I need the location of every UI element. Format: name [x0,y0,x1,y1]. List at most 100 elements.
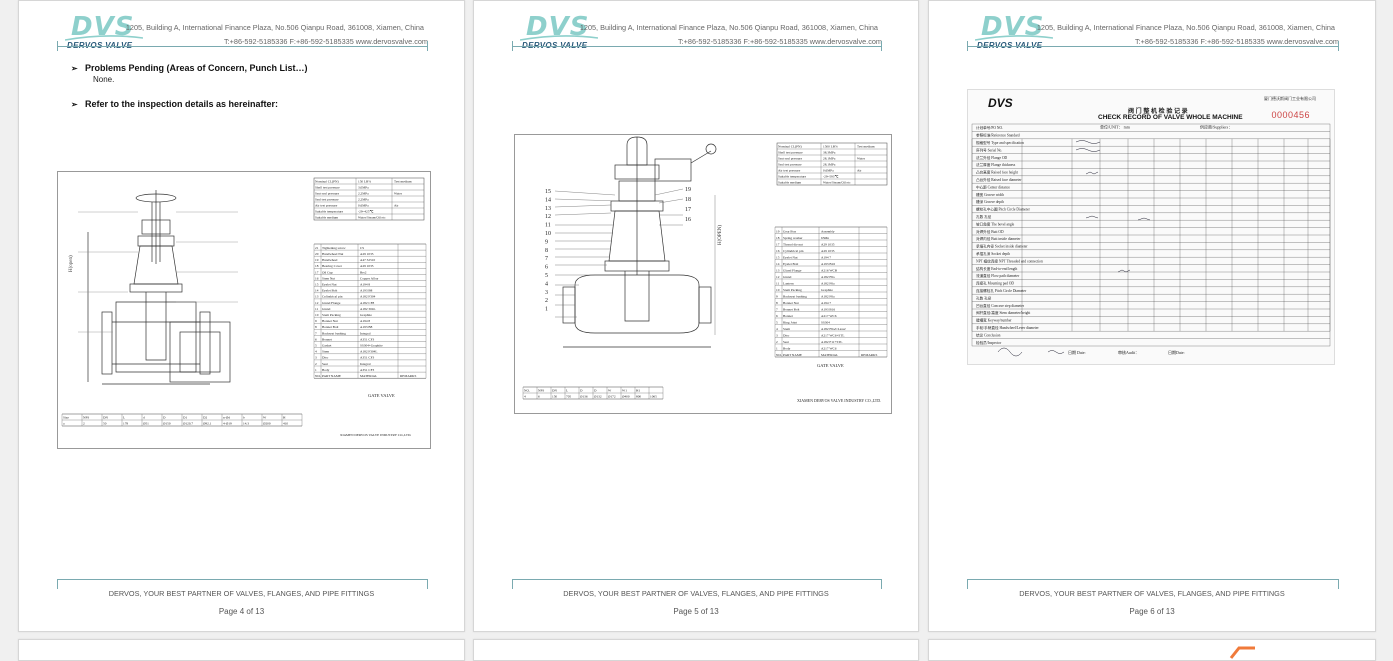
part-name: Gear Box [783,229,796,233]
spec-cell: -29~593℃ [823,175,838,179]
dims-header-cell: DN [103,416,108,420]
part-material: A29 1035 [821,249,835,253]
dims-header-cell: D2 [203,416,207,420]
spec-cell: Water [394,192,403,196]
part-number: 4 [776,327,778,331]
spec-cell: Test medium [394,180,412,184]
part-name: Gland [783,275,792,279]
part-number: 21 [315,246,319,250]
record-row-label: 凸台高度 Raised face height [976,170,1018,175]
part-material: A29 1035 [821,242,835,246]
part-name: Gland Flange [783,268,802,272]
bullet-inspection-details: ➢Refer to the inspection details as here… [71,99,279,109]
header-address: 1205, Building A, International Finance … [1036,23,1335,32]
part-material: A29 1035 [360,252,374,256]
part-name: Backseat bushing [783,294,807,298]
part-material: Copper Alloy [360,276,379,280]
part-number: 5 [776,320,778,324]
part-number: 11 [776,281,780,285]
scan-title-en: CHECK RECORD OF VALVE WHOLE MACHINE [1098,114,1243,121]
spec-cell: 0.6MPa [358,204,369,208]
parts-header-cell: NO. [776,353,782,357]
record-row-label: 阀杆直径/高度 Stem diameter/height [976,310,1030,315]
part-name: Gasket [322,344,331,348]
dims-value-cell: Ø132 [594,395,602,399]
part-name: Handwheel [322,258,337,262]
spec-cell: Air test pressure [778,169,801,173]
callout-number: 15 [545,189,551,195]
record-row-label: 螺栓孔中心圆 Pitch Circle Diameter [976,207,1031,212]
dims-header-cell: D1 [183,416,187,420]
part-material: A194 8 [360,283,370,287]
part-name: Bonnet Nut [783,301,799,305]
part-material: Integral [360,362,371,366]
record-row-label: 对焊内径 Butt inside diameter [976,236,1021,241]
dims-value-cell: a [63,422,65,426]
scan-logo: DVS [988,96,1013,110]
part-number: 4 [315,350,317,354]
check-record-scan: DVS 厦门德沃斯阀门工业有限公司 阀 门 整 机 检 验 记 录 CHECK … [967,89,1335,365]
part-number: 12 [315,301,319,305]
record-row-label: 孔数 孔径 [976,214,992,219]
dims-value-cell: Ø51 [143,422,149,426]
parts-header-cell: PART NAME [783,353,802,357]
part-number: 17 [776,242,780,246]
part-number: 18 [315,264,319,268]
record-row-label: 连接螺栓孔 Pitch Circle Diameter [976,288,1027,293]
part-name: Gland [322,307,331,311]
spec-cell: Air [857,169,862,173]
part-number: 2 [776,340,778,344]
drawing-title: GATE VALVE [368,393,395,398]
dims-value-cell: 800 [636,395,641,399]
part-name: Ring Joint [783,320,797,324]
part-material: Integral [360,331,371,335]
part-material: Assembly [821,229,835,233]
record-row-label: NPT 蟺纹连接 NPT Threaded and connection [976,258,1043,263]
record-row-label: 检验员/Inspector [976,340,1002,345]
footer-rule [57,579,428,580]
dims-header-cell: H [283,416,286,420]
part-material: A182 F11+STL [821,340,842,344]
part-name: Bonnet Nut [322,319,338,323]
part-number: 3 [776,333,778,337]
audit-label: 审核Audit： [1118,349,1139,355]
part-material: 65Mn [821,236,829,240]
callout-number: 12 [545,214,551,220]
dims-header-cell: L [123,416,125,420]
spec-cell: Water/Steam/Oil etc [358,216,386,220]
spec-cell: 2.2MPa [358,198,369,202]
part-material: A351 CF3 [360,356,375,360]
dims-value-cell: Ø172 [608,395,616,399]
spec-cell: Nominal CL(PN) [315,180,339,184]
part-number: 1 [315,368,317,372]
part-name: Backseat bushing [322,331,346,335]
record-row-label: 槽深 Groove depth [976,199,1004,204]
part-number: 16 [776,249,780,253]
dims-header-cell: L [566,389,568,393]
logo-swoosh-icon [520,35,598,41]
part-name: Body [783,346,791,350]
part-name: Bonnet Bolt [322,325,339,329]
callout-number: 6 [545,265,548,271]
part-material: A182 F304L [360,350,377,354]
dims-value-cell: Ø92.1 [203,422,212,426]
part-name: Seat [783,340,789,344]
dims-value-cell: 14.3 [243,422,249,426]
callout-number: 10 [545,231,551,237]
record-row-label: 凹台直径 Concave step diameter [976,303,1025,308]
part-number: 6 [776,314,778,318]
spec-cell: 28.1MPa [823,157,836,161]
record-row-label: 中心距 Center distance [976,184,1010,189]
part-number: 9 [776,294,778,298]
logo-swoosh-icon [65,35,143,41]
part-name: Stem [322,350,329,354]
header-contact: T:+86-592-5185336 F:+86-592-5185335 www.… [677,37,882,46]
part-number: 7 [776,307,778,311]
callout-number: 14 [545,197,551,203]
record-row-label: 坡口角度 The bevel angle [976,221,1015,226]
dims-value-cell: Ø120.7 [183,422,193,426]
dims-value-cell: 705 [566,395,571,399]
spec-cell: 28.1MPa [823,163,836,167]
callout-number: 11 [545,223,551,229]
orange-mark-icon [1229,646,1255,659]
